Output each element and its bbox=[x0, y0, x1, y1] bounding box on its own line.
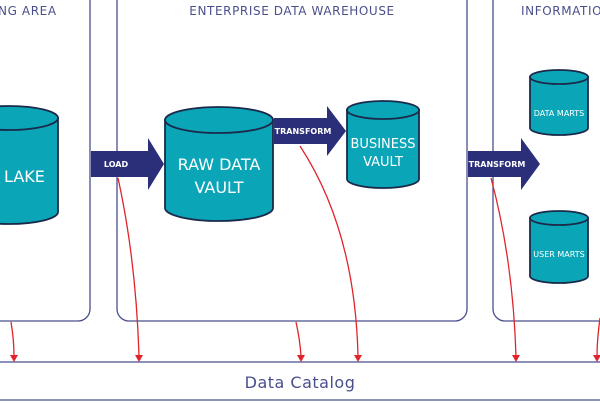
data-marts-label: DATA MARTS bbox=[534, 109, 584, 118]
raw-data-vault-cylinder bbox=[164, 106, 274, 222]
data-lake-cylinder bbox=[0, 105, 59, 225]
load-arrow-label: LOAD bbox=[104, 160, 129, 169]
transform-arrow-2 bbox=[468, 138, 540, 190]
data-catalog-label: Data Catalog bbox=[245, 373, 356, 392]
load-arrow bbox=[91, 138, 164, 190]
warehouse-title: ENTERPRISE DATA WAREHOUSE bbox=[189, 4, 394, 18]
data-marts-cylinder bbox=[529, 69, 589, 136]
business-vault-label-line2: VAULT bbox=[363, 155, 403, 170]
lineage-connectors bbox=[10, 145, 600, 362]
staging-area-zone bbox=[0, 0, 91, 322]
business-vault-label-line1: BUSINESS bbox=[351, 137, 416, 152]
information-title: INFORMATION bbox=[521, 4, 600, 18]
raw-data-vault-label-line1: RAW DATA bbox=[178, 155, 261, 174]
transform-arrow-1-label: TRANSFORM bbox=[275, 127, 332, 136]
transform-arrow-1 bbox=[274, 106, 346, 156]
transform-arrow-2-label: TRANSFORM bbox=[469, 160, 526, 169]
user-marts-label: USER MARTS bbox=[533, 250, 584, 259]
business-vault-cylinder bbox=[346, 100, 420, 189]
data-lake-label: A LAKE bbox=[0, 167, 45, 186]
staging-area-title: NG AREA bbox=[0, 4, 57, 18]
raw-data-vault-label-line2: VAULT bbox=[194, 178, 243, 197]
user-marts-cylinder bbox=[529, 210, 589, 284]
